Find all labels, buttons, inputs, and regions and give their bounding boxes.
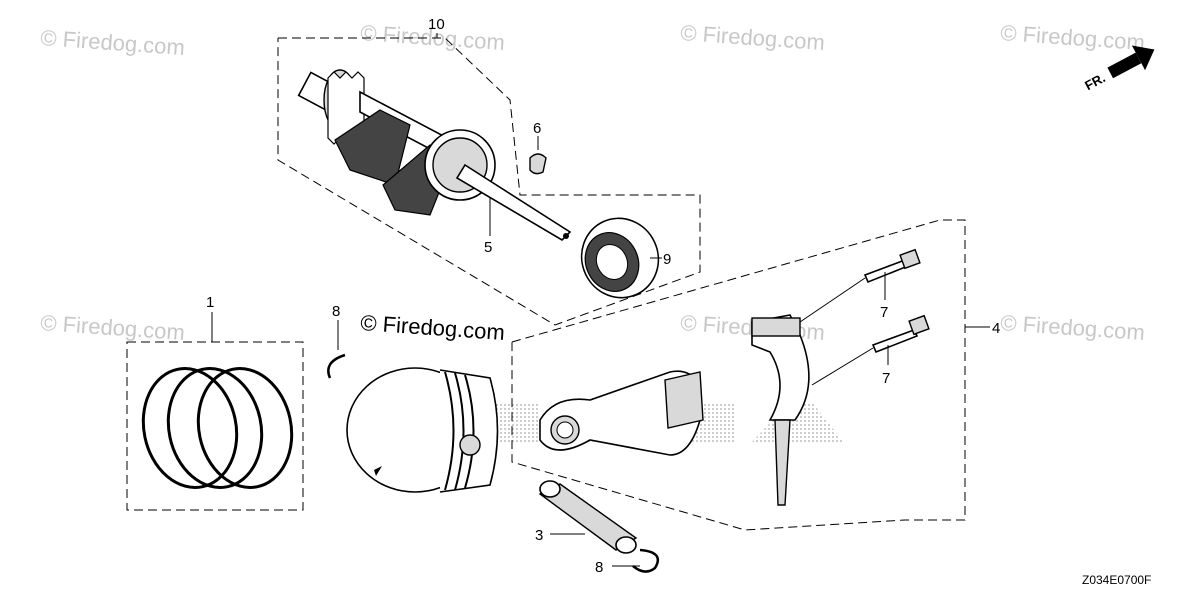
crankshaft-group-outline <box>277 37 701 326</box>
piston-pin-clip <box>327 353 346 379</box>
center-watermark: © Firedog.com <box>360 310 506 345</box>
callout-5: 5 <box>484 239 492 256</box>
callout-7b: 7 <box>882 370 890 387</box>
watermark: © Firedog.com <box>40 25 186 60</box>
callout-7a: 7 <box>880 304 888 321</box>
rod-bolt <box>863 248 921 284</box>
piston-pin <box>538 480 638 554</box>
callout-10: 10 <box>428 16 445 33</box>
crankshaft <box>297 69 572 242</box>
rod-bolt <box>871 314 930 354</box>
callout-8a: 8 <box>332 303 340 320</box>
front-direction-arrow: FR. <box>1082 45 1155 93</box>
piston <box>346 367 499 493</box>
callout-8b: 8 <box>595 559 603 576</box>
diagram-code: Z034E0700F <box>1082 573 1151 587</box>
piston-pin-clip <box>632 548 660 573</box>
direction-label: FR. <box>1082 70 1108 93</box>
watermark: © Firedog.com <box>1000 20 1146 55</box>
callout-3: 3 <box>535 527 543 544</box>
woodruff-key <box>529 153 547 175</box>
watermark: © Firedog.com <box>40 310 186 345</box>
connecting-rod <box>539 370 704 456</box>
connecting-rod-cap <box>751 314 810 506</box>
leader-line-bolt-b <box>811 347 874 386</box>
leader-line-bolt-a <box>799 277 866 323</box>
watermark: © Firedog.com <box>1000 310 1146 345</box>
callout-9: 9 <box>663 251 671 268</box>
piston-rings <box>141 367 294 489</box>
callout-4: 4 <box>992 320 1000 337</box>
watermark: © Firedog.com <box>680 20 826 55</box>
callout-6: 6 <box>533 120 541 137</box>
ball-bearing <box>580 217 660 299</box>
callout-1: 1 <box>206 294 214 311</box>
piston-ring-set-outline <box>126 341 304 511</box>
connecting-rod-group-outline <box>511 219 966 531</box>
